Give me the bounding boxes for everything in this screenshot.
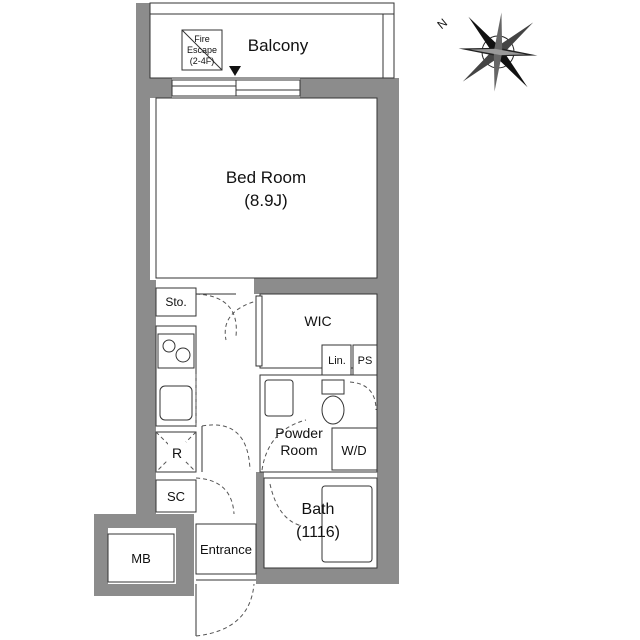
- linen-closet: Lin.: [321, 344, 352, 376]
- bath-size-label: (1116): [296, 524, 340, 541]
- kitchen: [155, 325, 197, 430]
- refrigerator: R: [155, 431, 197, 473]
- bath-label: Bath: [302, 501, 335, 518]
- fire-escape-label-3: (2-4F): [190, 56, 215, 66]
- balcony-window: [171, 66, 301, 97]
- entrance-label: Entrance: [200, 542, 252, 557]
- door-swing-ps: [349, 381, 377, 411]
- door-swing-storage: [195, 293, 237, 337]
- fire-escape-label-1: Fire: [194, 34, 210, 44]
- bath: Bath (1116): [263, 477, 378, 569]
- wic-label: WIC: [304, 313, 331, 329]
- linen-label: Lin.: [328, 355, 346, 367]
- fire-escape-label-2: Escape: [187, 45, 217, 55]
- washer-dryer: W/D: [331, 427, 378, 471]
- storage-label: Sto.: [165, 295, 186, 309]
- powder-room-label-1: Powder: [275, 425, 323, 441]
- door-swing-powder: [261, 419, 307, 471]
- powder-room-label-2: Room: [280, 442, 317, 458]
- shoe-closet-label: SC: [167, 489, 185, 504]
- balcony-label: Balcony: [248, 36, 309, 55]
- walls: [94, 3, 399, 596]
- ps-label: PS: [358, 355, 373, 367]
- compass-north-label: N: [434, 16, 450, 32]
- door-swing-entrance-inner: [195, 477, 235, 515]
- compass-rose-icon: [458, 12, 538, 92]
- fire-escape: Fire Escape (2-4F): [181, 29, 223, 71]
- meter-box-label: MB: [131, 551, 151, 566]
- meter-box: MB: [107, 533, 175, 583]
- refrigerator-label: R: [172, 445, 182, 461]
- door-swing-bath: [269, 483, 303, 527]
- bedroom-size-label: (8.9J): [244, 191, 287, 210]
- entrance: Entrance: [195, 523, 257, 637]
- door-swing-corridor: [201, 424, 251, 471]
- door-swing-wic: [224, 299, 261, 341]
- pipe-space: PS: [352, 344, 378, 376]
- storage: Sto.: [155, 287, 197, 317]
- door-swing-front: [195, 583, 255, 637]
- bedroom: Bed Room (8.9J): [155, 97, 378, 279]
- shoe-closet: SC: [155, 479, 197, 513]
- entry-arrow-icon: [229, 66, 241, 76]
- washer-dryer-label: W/D: [341, 443, 366, 458]
- bedroom-label: Bed Room: [226, 168, 306, 187]
